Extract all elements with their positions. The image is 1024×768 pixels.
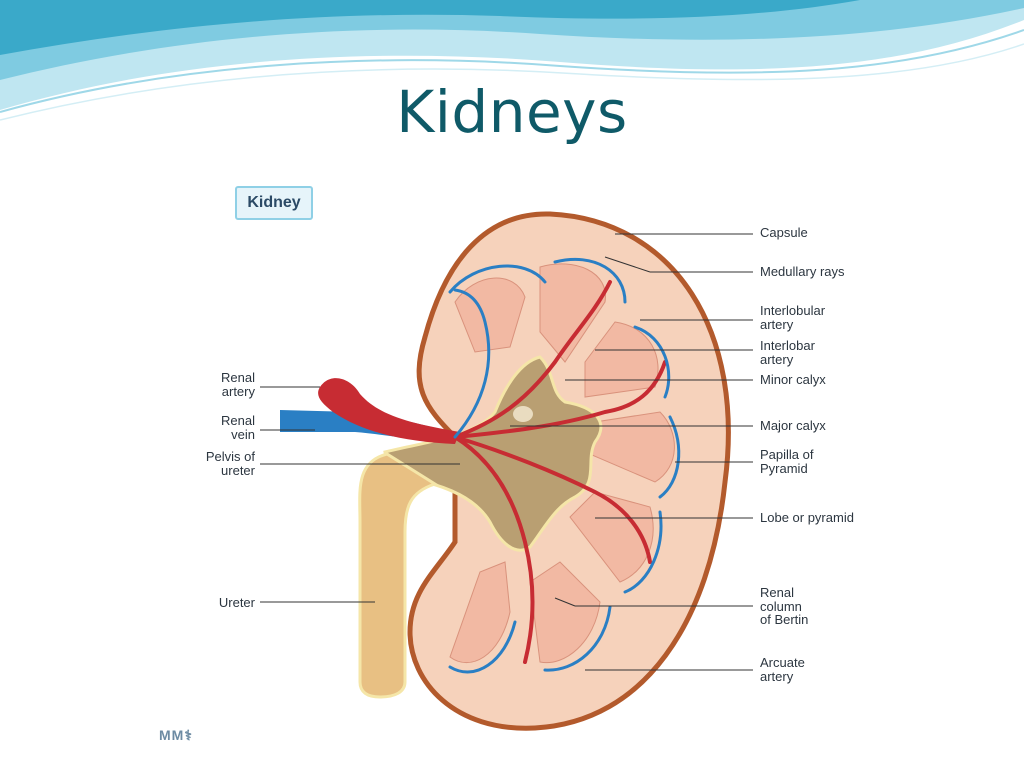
label-minor-calyx: Minor calyx <box>760 372 826 387</box>
top-wave-line <box>0 29 1024 113</box>
top-wave-line-2 <box>0 43 1024 121</box>
label-capsule: Capsule <box>760 225 808 240</box>
label-lobe-or-pyramid: Lobe or pyramid <box>760 510 854 525</box>
label-pelvis-of-ureter: Pelvis of ureter <box>205 449 255 478</box>
top-wave-dark <box>0 0 860 55</box>
label-renal-vein: Renal vein <box>221 413 255 442</box>
kidney-badge: Kidney <box>235 186 313 220</box>
label-major-calyx: Major calyx <box>760 418 826 433</box>
pyramid <box>539 263 606 363</box>
medical-logo: MM⚕ <box>159 727 193 743</box>
ureter-tube <box>358 452 439 699</box>
renal-artery <box>318 378 460 444</box>
leader-lines <box>260 233 753 671</box>
pyramids <box>449 263 675 664</box>
label-interlobar-artery: Interlobar artery <box>760 338 815 367</box>
label-papilla-of-pyramid: Papilla of Pyramid <box>760 447 814 476</box>
pyramid <box>529 561 601 664</box>
kidney-figure: Kidney Capsule Medullary rays Interlobul… <box>155 162 900 752</box>
calyx-opening <box>513 406 533 422</box>
pyramid <box>569 491 654 583</box>
pyramid <box>584 321 659 398</box>
label-medullary-rays: Medullary rays <box>760 264 845 279</box>
slide-title: Kidneys <box>396 78 628 146</box>
label-renal-artery: Renal artery <box>221 370 255 399</box>
label-interlobular-artery: Interlobular artery <box>760 303 826 332</box>
label-renal-column: Renal column of Bertin <box>760 585 809 627</box>
pyramid <box>449 561 511 664</box>
renal-pelvis <box>383 355 603 552</box>
label-arcuate-artery: Arcuate artery <box>760 655 805 684</box>
pyramid <box>584 411 675 483</box>
label-ureter: Ureter <box>218 595 255 610</box>
kidney-diagram <box>260 211 753 731</box>
